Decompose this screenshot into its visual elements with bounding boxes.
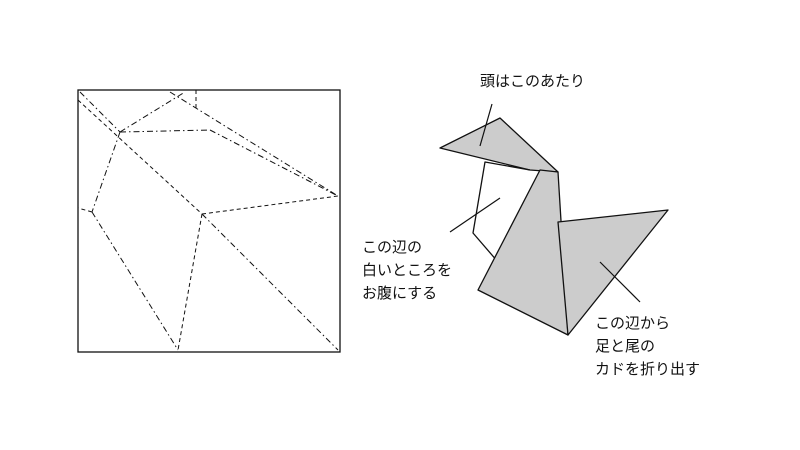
- crease-line: [177, 213, 203, 351]
- crease-line: [169, 91, 339, 197]
- crease-line: [201, 213, 339, 351]
- origami-bird: [439, 117, 669, 336]
- crease-line: [119, 91, 186, 133]
- bird-tail: [557, 209, 669, 336]
- valley-folds: [77, 90, 339, 351]
- bird-neck-white: [472, 161, 531, 263]
- leader-line-head: [479, 103, 493, 147]
- label-head: 頭はこのあたり: [480, 72, 586, 90]
- leader-line-legs: [599, 261, 641, 303]
- label-legs-tail: この辺から 足と尾の カドを折り出す: [595, 314, 701, 378]
- crease-line: [119, 129, 211, 133]
- crease-line: [77, 207, 93, 213]
- crease-line: [201, 195, 339, 215]
- crease-line: [77, 99, 203, 215]
- crease-pattern: [77, 89, 341, 353]
- leader-lines: [449, 103, 641, 303]
- crease-line: [79, 91, 121, 133]
- crease-line: [91, 131, 121, 213]
- label-belly: この辺の 白いところを お腹にする: [362, 238, 453, 302]
- mountain-folds: [79, 91, 339, 351]
- bird-body-front: [477, 169, 569, 336]
- paper-square: [77, 89, 341, 353]
- crease-line: [209, 129, 339, 197]
- crease-line: [91, 211, 179, 351]
- leader-line-belly: [449, 197, 501, 233]
